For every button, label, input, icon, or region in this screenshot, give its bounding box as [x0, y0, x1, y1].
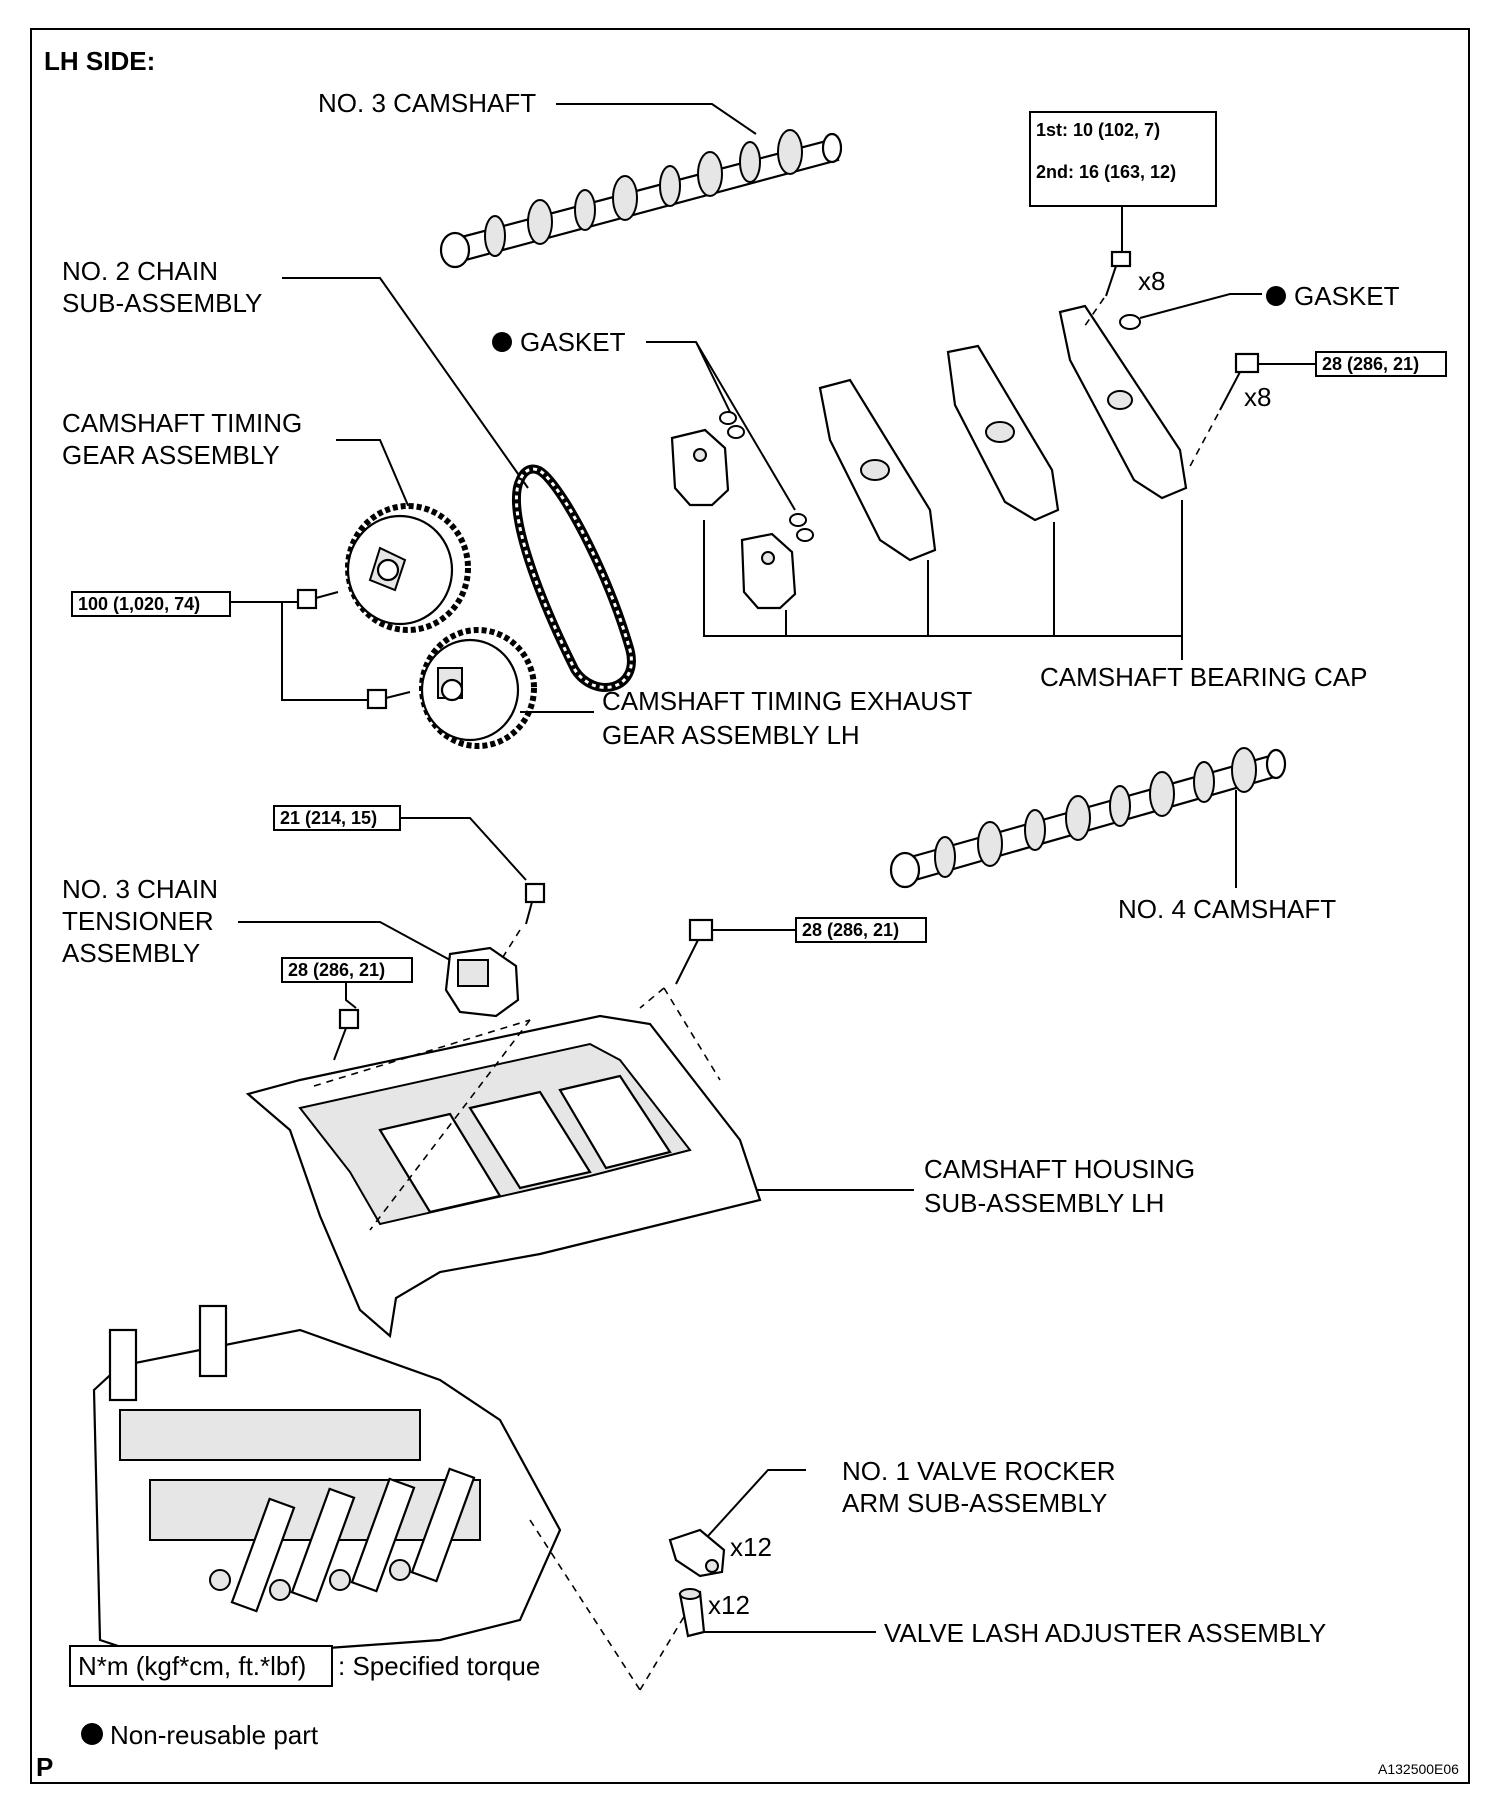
torque-tensioner-leader: [400, 817, 527, 881]
chain-no2-leader: [282, 277, 529, 489]
torque-box-two-step: [1029, 111, 1217, 207]
lash-label: VALVE LASH ADJUSTER ASSEMBLY: [884, 1618, 1326, 1648]
gasket-right-label: GASKET: [1294, 281, 1400, 311]
chain-no2-label-1: NO. 2 CHAIN: [62, 256, 218, 286]
lash-adjuster: [678, 1588, 706, 1638]
bearing-cap-bolt-upper: [1105, 250, 1132, 297]
exhaust-gear-label-1: CAMSHAFT TIMING EXHAUST: [602, 686, 972, 716]
torque-box-gear: [71, 591, 231, 617]
gasket-right-leader: [1139, 293, 1262, 319]
camshaft-no3: [439, 129, 843, 269]
cylinder-head: [92, 1304, 562, 1662]
gasket-ring-right: [1119, 314, 1141, 330]
rocker-label-2: ARM SUB-ASSEMBLY: [842, 1488, 1107, 1518]
timing-gear-bolt: [296, 588, 339, 610]
torque-bearing-bolt: 28 (286, 21): [1322, 354, 1419, 374]
gasket-center-leader-2: [695, 341, 796, 511]
torque-two-step-2: 2nd: 16 (163, 12): [1036, 162, 1176, 182]
torque-box-tensioner: [273, 805, 401, 831]
tensioner-label-1: NO. 3 CHAIN: [62, 874, 218, 904]
bearing-cap-bolt-lower: [1219, 352, 1260, 411]
torque-housing-bolt-right: 28 (286, 21): [802, 920, 899, 940]
timing-gear-label-1: CAMSHAFT TIMING: [62, 408, 302, 438]
housing-bolt-right: [675, 918, 714, 985]
head-dash: [529, 1519, 641, 1691]
torque-box-housing-right: [795, 917, 927, 943]
chain-no2: [512, 464, 636, 692]
torque-tensioner-bolt: 21 (214, 15): [280, 808, 377, 828]
gasket-center-dot: [492, 332, 512, 352]
housing-dash-2: [369, 1019, 531, 1231]
rocker-qty: x12: [730, 1532, 772, 1562]
bearing-cap-leader-base: [703, 520, 1182, 637]
bearing-cap-label: CAMSHAFT BEARING CAP: [1040, 662, 1367, 692]
housing-dash-3: [663, 987, 721, 1081]
lash-dash: [639, 1609, 689, 1691]
bearing-cap-3: [818, 378, 937, 562]
torque-housing-bolt-left: 28 (286, 21): [288, 960, 385, 980]
timing-gear-leader: [336, 439, 411, 511]
side-heading: LH SIDE:: [44, 46, 155, 76]
bearing-cap-5: [1058, 304, 1188, 500]
bolt-lower-path: [1187, 413, 1219, 471]
chain-no2-label-2: SUB-ASSEMBLY: [62, 288, 262, 318]
tensioner-label-2: TENSIONER: [62, 906, 214, 936]
housing-label-1: CAMSHAFT HOUSING: [924, 1154, 1195, 1184]
housing-dash-4: [639, 987, 665, 1009]
legend-nonreusable-text: Non-reusable part: [110, 1720, 319, 1750]
rocker-arm: [668, 1528, 726, 1578]
lash-qty: x12: [708, 1590, 750, 1620]
cap-bolt-upper-qty: x8: [1138, 266, 1165, 296]
exhaust-gear: [419, 627, 537, 749]
exhaust-gear-label-2: GEAR ASSEMBLY LH: [602, 720, 860, 750]
figure-id: A132500E06: [1378, 1761, 1459, 1777]
housing-bolt-left: [333, 1008, 360, 1061]
torque-gear-leader-2: [281, 602, 368, 701]
exhaust-gear-bolt: [366, 688, 411, 710]
gasket-rings-center: [719, 411, 814, 542]
torque-box-housing-left: [281, 957, 413, 983]
camshaft-no4-label: NO. 4 CAMSHAFT: [1118, 894, 1336, 924]
bolt-upper-path: [1081, 297, 1105, 331]
footer-left-mark: P: [36, 1752, 53, 1782]
tensioner-bolt: [524, 882, 546, 925]
chain-tensioner: [444, 946, 520, 1018]
tensioner-label-3: ASSEMBLY: [62, 938, 200, 968]
torque-gear-bolt: 100 (1,020, 74): [78, 594, 200, 614]
timing-gear: [345, 503, 471, 633]
camshaft-housing: [245, 1014, 762, 1339]
bearing-cap-4: [946, 344, 1060, 522]
rocker-leader: [707, 1469, 806, 1537]
gasket-center-label: GASKET: [520, 327, 626, 357]
legend-torque-text: : Specified torque: [338, 1651, 540, 1681]
housing-dash-1: [313, 1019, 531, 1087]
housing-label-2: SUB-ASSEMBLY LH: [924, 1188, 1164, 1218]
cap-bolt-lower-qty: x8: [1244, 382, 1271, 412]
tensioner-leader: [238, 921, 451, 961]
torque-box-bearing: [1315, 351, 1447, 377]
torque-two-step-1: 1st: 10 (102, 7): [1036, 120, 1160, 140]
camshaft-no3-label: NO. 3 CAMSHAFT: [318, 88, 536, 118]
camshaft-no3-leader: [556, 103, 757, 135]
legend-nonreusable-dot: [81, 1723, 103, 1745]
legend-torque-unit: N*m (kgf*cm, ft.*lbf): [78, 1651, 306, 1681]
timing-gear-label-2: GEAR ASSEMBLY: [62, 440, 280, 470]
rocker-label-1: NO. 1 VALVE ROCKER: [842, 1456, 1116, 1486]
bearing-cap-1: [670, 428, 730, 507]
legend-torque-box: [69, 1645, 333, 1687]
torque-housing-left-leader: [345, 982, 357, 1009]
bearing-cap-2: [740, 532, 797, 610]
gasket-right-dot: [1266, 286, 1286, 306]
camshaft-no4: [889, 747, 1287, 889]
